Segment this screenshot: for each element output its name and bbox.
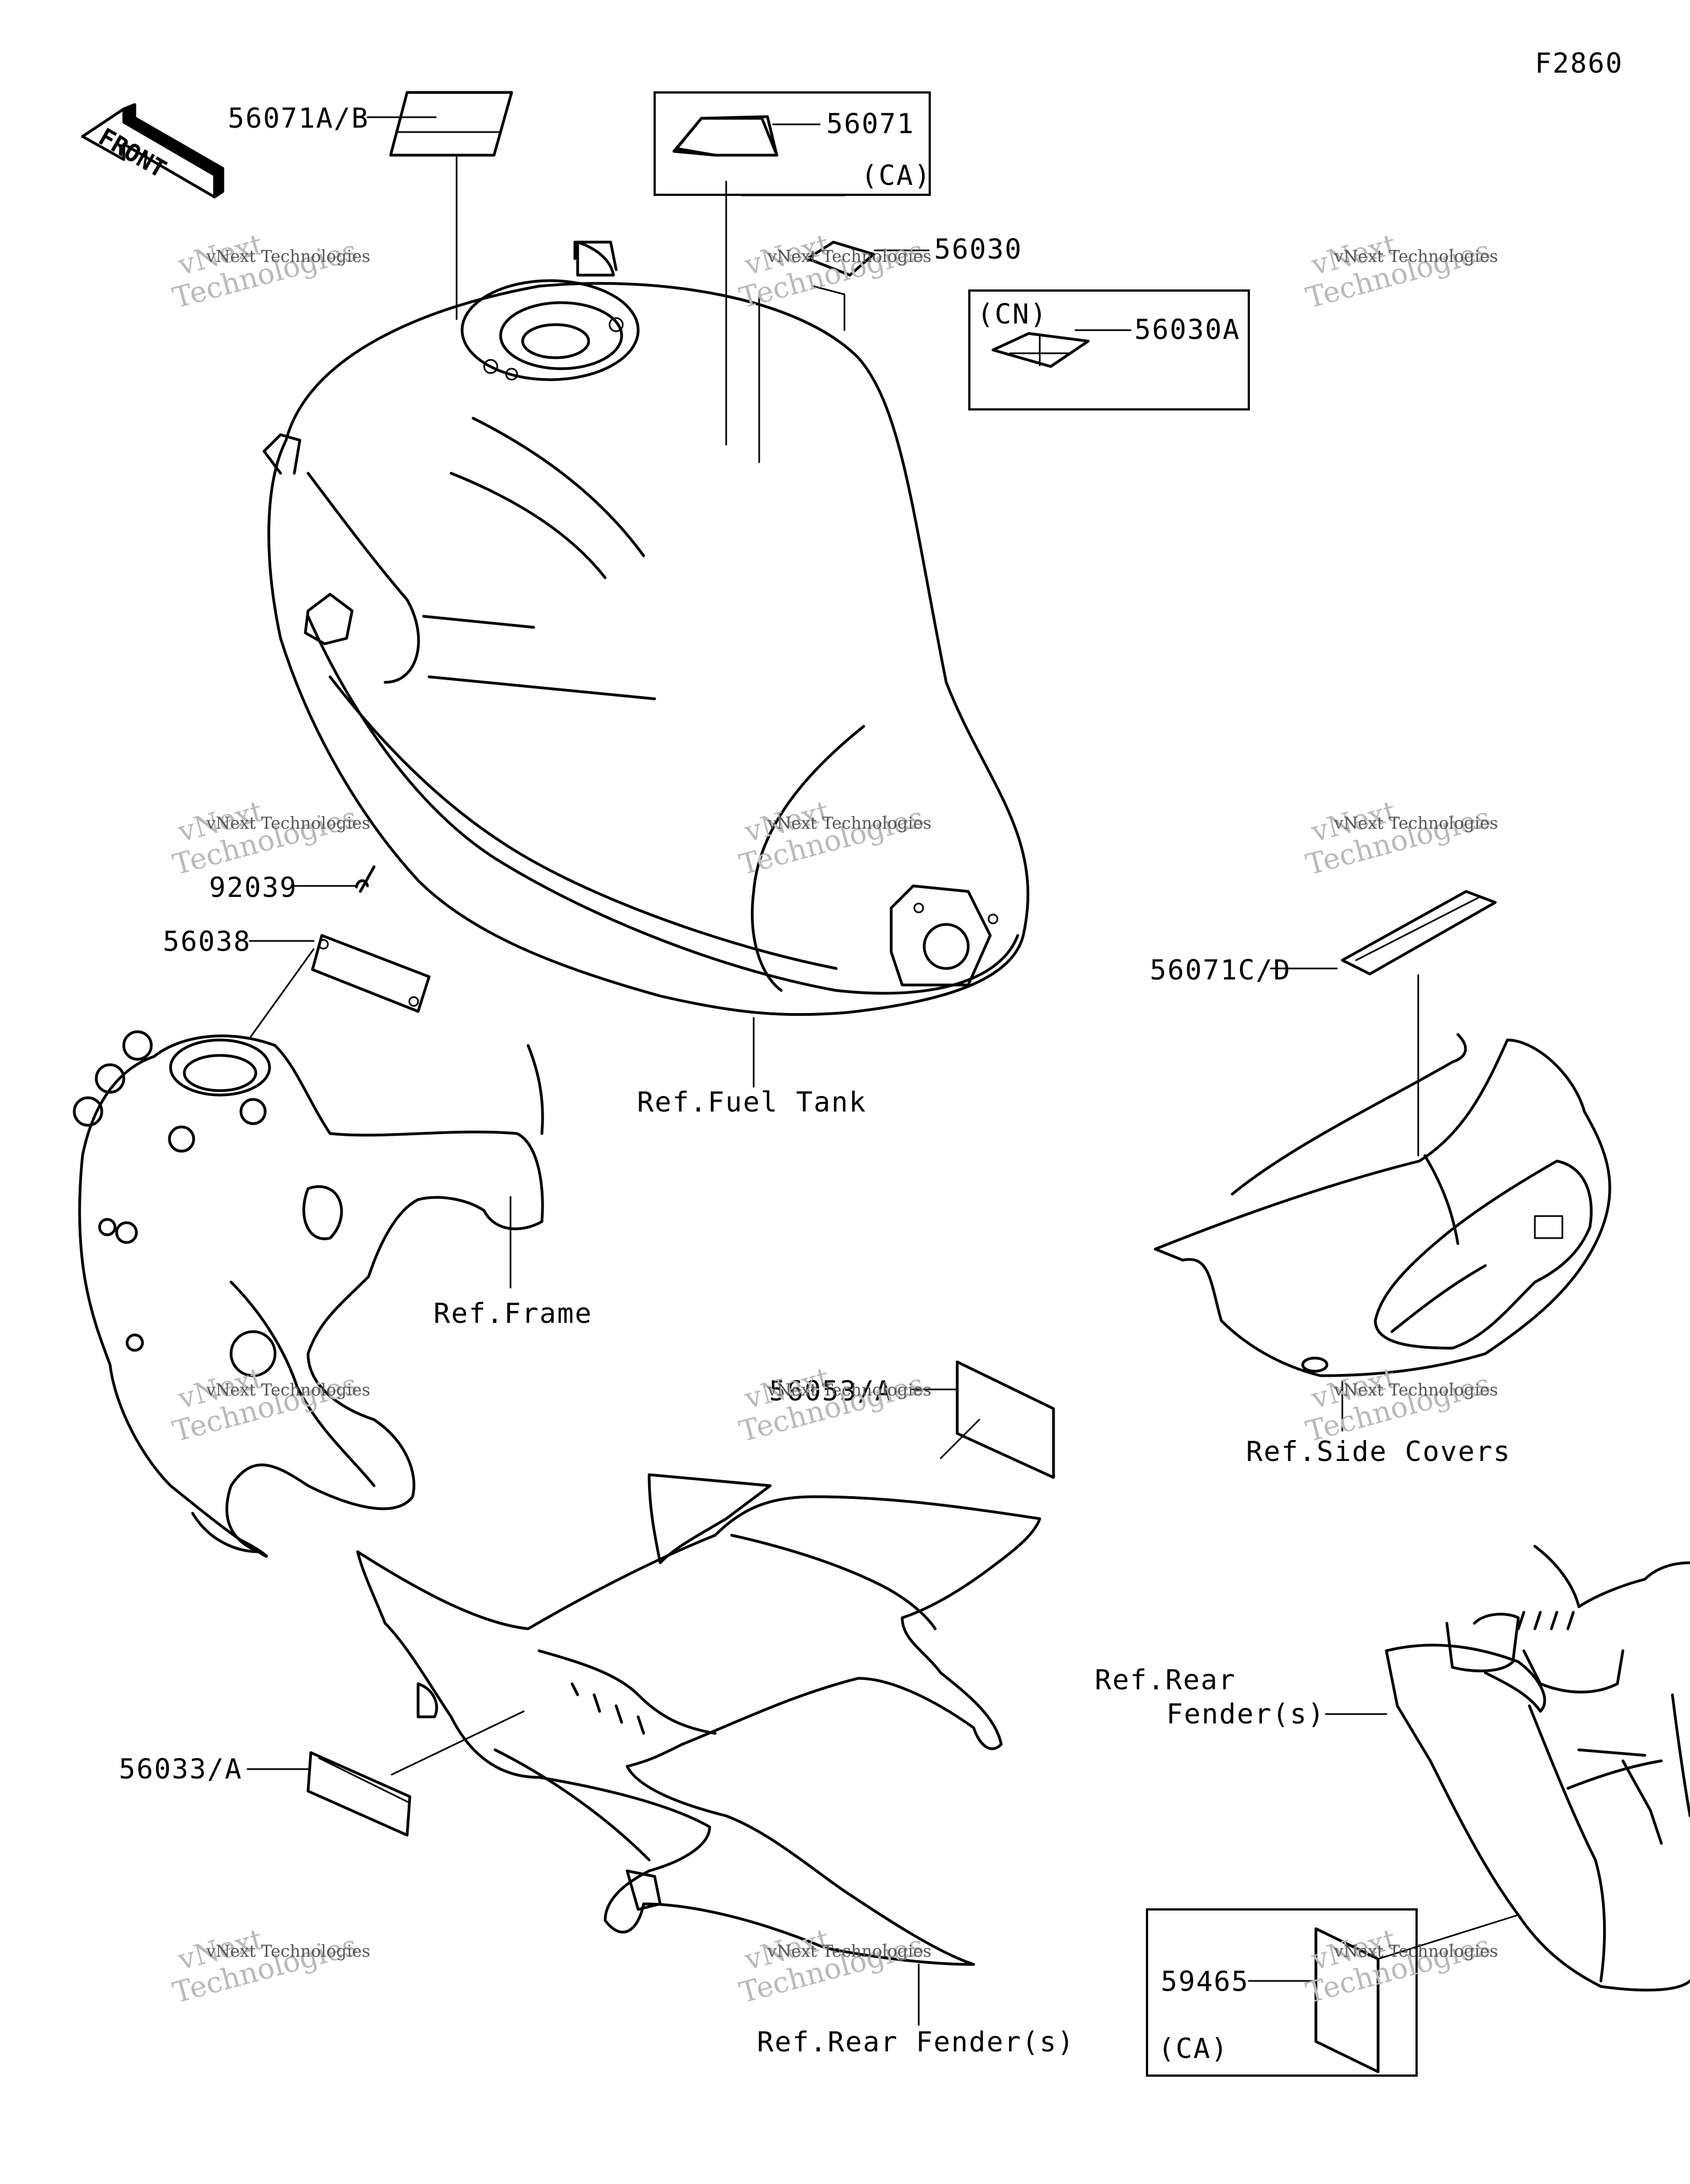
svg-text:vNext Technologies: vNext Technologies (767, 247, 931, 266)
part-label-56033a: 56033/A (119, 1753, 243, 1785)
region-56071: (CA) (861, 160, 931, 191)
part-label-56038: 56038 (163, 926, 251, 957)
diagram-id: F2860 (1535, 47, 1623, 79)
fuel-tank-drawing (262, 240, 1029, 1088)
watermark-8: vNext Technologies vNext Technologies (736, 1361, 931, 1448)
watermark-6: vNext Technologies vNext Technologies (1303, 795, 1498, 882)
watermark-10: vNext Technologies vNext Technologies (169, 1923, 370, 2010)
decal-56071cd (1341, 890, 1497, 976)
side-covers-drawing (1154, 1033, 1611, 1432)
pin-92039 (355, 865, 376, 893)
ref-rear-fender-line1: Ref.Rear (1095, 1664, 1236, 1696)
watermark-3: vNext Technologies vNext Technologies (1303, 228, 1498, 315)
watermark-7: vNext Technologies vNext Technologies (169, 1361, 370, 1448)
ref-rear-fender-bottom: Ref.Rear Fender(s) (757, 2026, 1075, 2058)
region-56030a: (CN) (977, 298, 1047, 330)
part-label-56030a: 56030A (1134, 314, 1241, 346)
watermark-4: vNext Technologies vNext Technologies (169, 795, 370, 882)
part-label-56030: 56030 (934, 233, 1023, 265)
frame-drawing (73, 1030, 544, 1558)
watermark-11: vNext Technologies vNext Technologies (736, 1923, 931, 2010)
watermark-5: vNext Technologies vNext Technologies (736, 795, 931, 882)
svg-text:vNext Technologies: vNext Technologies (206, 247, 370, 266)
ref-rear-fender-line2: Fender(s) (1166, 1698, 1325, 1730)
decal-56038 (311, 934, 431, 1013)
region-59465: (CA) (1158, 2033, 1228, 2065)
part-label-92039: 92039 (209, 872, 298, 904)
part-label-56071: 56071 (826, 108, 915, 140)
svg-text:vNext Technologies: vNext Technologies (767, 814, 931, 833)
decal-56030 (806, 240, 875, 277)
decal-59465 (1314, 1927, 1380, 2073)
svg-text:vNext Technologies: vNext Technologies (1334, 1381, 1498, 1400)
svg-text:vNext Technologies: vNext Technologies (206, 814, 370, 833)
front-arrow-icon: FRONT (81, 103, 224, 199)
part-label-56071cd: 56071C/D (1150, 954, 1291, 986)
svg-text:vNext Technologies: vNext Technologies (1334, 247, 1498, 266)
svg-text:vNext Technologies: vNext Technologies (1334, 1942, 1498, 1961)
decal-56030a (991, 332, 1090, 368)
box-59465-ca (1146, 1908, 1418, 2077)
ref-frame: Ref.Frame (434, 1298, 592, 1329)
decal-56033a (306, 1751, 411, 1837)
decal-56071ab (389, 91, 513, 157)
ref-side-covers: Ref.Side Covers (1246, 1436, 1511, 1468)
decal-56053a (956, 1360, 1055, 1479)
svg-text:vNext Technologies: vNext Technologies (767, 1942, 931, 1961)
svg-text:vNext Technologies: vNext Technologies (206, 1942, 370, 1961)
rear-fender-right-drawing (1385, 1545, 1690, 1992)
part-label-56071ab: 56071A/B (228, 102, 369, 134)
rear-fender-center-drawing (356, 1473, 1041, 2026)
part-label-59465: 59465 (1161, 1966, 1249, 1997)
svg-text:vNext Technologies: vNext Technologies (767, 1381, 931, 1400)
svg-text:vNext Technologies: vNext Technologies (1334, 814, 1498, 833)
svg-text:vNext Technologies: vNext Technologies (206, 1381, 370, 1400)
ref-fuel-tank: Ref.Fuel Tank (637, 1086, 866, 1118)
box-56030a-cn (968, 289, 1250, 410)
watermark-1: vNext Technologies vNext Technologies (169, 228, 370, 315)
part-label-56053a: 56053/A (769, 1375, 893, 1407)
